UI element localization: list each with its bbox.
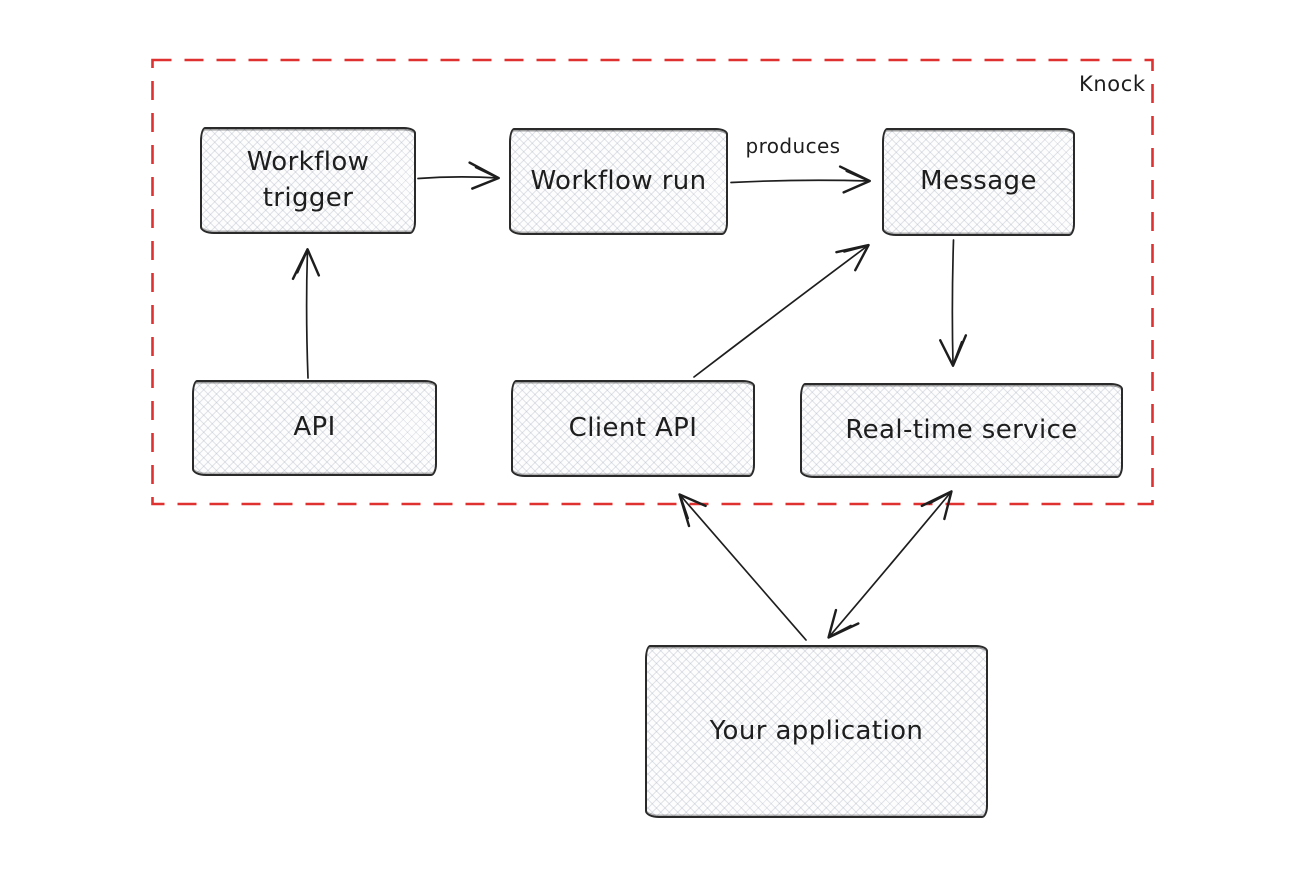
produces-edge-label: produces (745, 134, 841, 158)
arrow-client-api-to-message (693, 243, 870, 378)
node-client-api: Client API (511, 380, 755, 477)
arrow-message-to-realtime-service (939, 239, 968, 367)
node-workflow-trigger-label: Workflow trigger (246, 147, 370, 213)
node-your-application-label: Your application (709, 715, 924, 746)
node-workflow-trigger: Workflow trigger (200, 127, 416, 234)
node-message-label: Message (920, 166, 1037, 197)
node-api: API (192, 380, 437, 476)
node-workflow-run: Workflow run (509, 128, 728, 235)
node-api-label: API (293, 412, 336, 443)
node-realtime-service: Real-time service (800, 383, 1123, 478)
node-realtime-service-label: Real-time service (845, 414, 1078, 445)
node-client-api-label: Client API (568, 412, 698, 443)
arrow-workflow-trigger-to-workflow-run (417, 161, 500, 190)
arrow-workflow-run-to-message (730, 165, 871, 194)
node-message: Message (882, 128, 1075, 236)
arrow-api-to-workflow-trigger (291, 248, 321, 379)
node-your-application: Your application (645, 645, 988, 818)
arrow-your-application-to-client-api (678, 493, 807, 641)
node-workflow-run-label: Workflow run (530, 165, 707, 196)
arrow-your-application-realtime-service-bidirectional (827, 490, 953, 639)
knock-boundary-label: Knock (1079, 72, 1146, 96)
